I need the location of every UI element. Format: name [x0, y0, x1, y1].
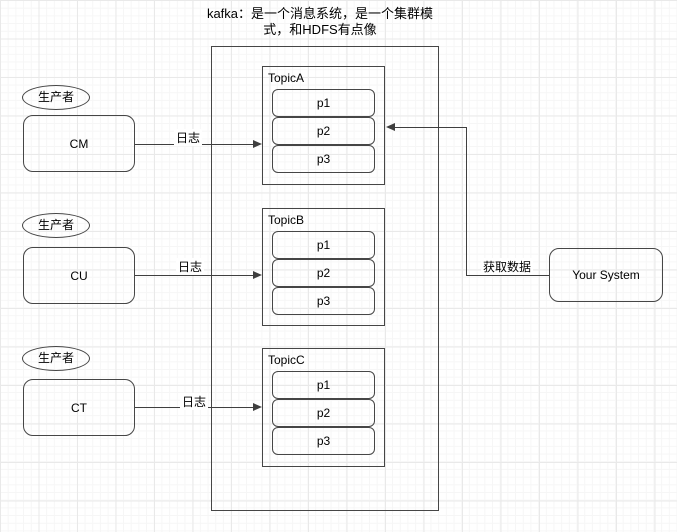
edge-label-cm-logs: 日志 — [174, 129, 203, 146]
topic-a-box: TopicA p1 p2 p3 — [262, 66, 385, 185]
producer-ct-box: CT — [23, 379, 135, 436]
arrowhead-consumer-to-topic-a-icon — [386, 123, 395, 131]
topic-c-partition-p2: p2 — [272, 399, 375, 427]
arrowhead-cu-to-topic-b-icon — [253, 271, 262, 279]
producer-role-ellipse-1: 生产者 — [22, 85, 90, 110]
topic-b-box: TopicB p1 p2 p3 — [262, 208, 385, 326]
edge-label-fetch-data: 获取数据 — [481, 258, 534, 275]
topic-c-partition-p3: p3 — [272, 427, 375, 455]
edge-consumer-segment-top — [394, 127, 467, 128]
edge-label-cu-logs: 日志 — [176, 258, 205, 275]
producer-cu-box: CU — [23, 247, 135, 304]
topic-b-partition-p3: p3 — [272, 287, 375, 315]
kafka-cluster-container — [211, 46, 439, 511]
topic-b-label: TopicB — [268, 213, 305, 227]
topic-c-box: TopicC p1 p2 p3 — [262, 348, 385, 467]
diagram-title: kafka：是一个消息系统，是一个集群模 式，和HDFS有点像 — [150, 6, 490, 38]
consumer-your-system-box: Your System — [549, 248, 663, 302]
diagram-title-line1: kafka：是一个消息系统，是一个集群模 — [206, 6, 434, 21]
diagram-title-line2: 式，和HDFS有点像 — [263, 22, 377, 37]
topic-c-label: TopicC — [268, 353, 305, 367]
topic-a-partition-p1: p1 — [272, 89, 375, 117]
edge-cu-to-topic-b — [135, 275, 254, 276]
topic-a-partition-p2: p2 — [272, 117, 375, 145]
edge-label-ct-logs: 日志 — [180, 393, 209, 410]
arrowhead-ct-to-topic-c-icon — [253, 403, 262, 411]
producer-cm-box: CM — [23, 115, 135, 172]
arrowhead-cm-to-topic-a-icon — [253, 140, 262, 148]
edge-consumer-segment-vertical — [466, 127, 467, 276]
producer-role-ellipse-2: 生产者 — [22, 213, 90, 238]
topic-a-partition-p3: p3 — [272, 145, 375, 173]
producer-role-ellipse-3: 生产者 — [22, 346, 90, 371]
topic-b-partition-p2: p2 — [272, 259, 375, 287]
topic-b-partition-p1: p1 — [272, 231, 375, 259]
edge-consumer-segment-bottom — [467, 275, 549, 276]
topic-a-label: TopicA — [268, 71, 305, 85]
topic-c-partition-p1: p1 — [272, 371, 375, 399]
